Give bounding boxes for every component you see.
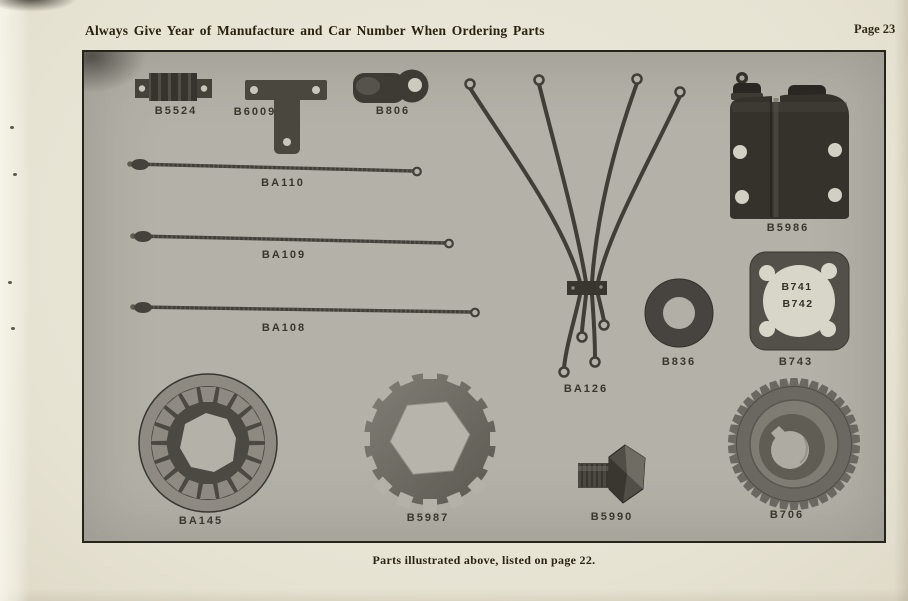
- binding-speck: [11, 327, 15, 330]
- part-label-b5990: B5990: [590, 511, 634, 523]
- internal-gear-ring-ba145-illustration: [138, 373, 278, 513]
- part-label-b742: B742: [782, 298, 814, 310]
- page-number: Page 23: [854, 22, 896, 36]
- cable-ba108-illustration: [130, 302, 480, 318]
- part-label-b706: B706: [769, 509, 805, 521]
- notched-disc-b5987-illustration: [357, 366, 503, 512]
- part-label-ba126: BA126: [563, 383, 609, 395]
- parts-illustrations: [127, 69, 861, 513]
- cable-ba110-illustration: [127, 159, 422, 177]
- ribbed-clamp-b5524-illustration: [135, 73, 212, 101]
- part-label-b741: B741: [781, 281, 813, 293]
- t-bracket-b6009-illustration: [245, 80, 327, 154]
- gear-b706-illustration: [727, 378, 861, 510]
- footer-note: Parts illustrated above, listed on page …: [372, 553, 596, 567]
- part-label-b743: B743: [778, 356, 814, 368]
- bolt-b5990-illustration: [578, 444, 646, 504]
- part-label-ba109: BA109: [261, 249, 307, 261]
- part-label-ba108: BA108: [261, 322, 307, 334]
- binding-speck: [8, 281, 12, 284]
- part-label-b806: B806: [375, 105, 411, 117]
- part-label-b6009: B6009: [233, 106, 277, 118]
- part-label-b836: B836: [661, 356, 697, 368]
- terminal-boot-b806-illustration: [353, 69, 429, 103]
- part-label-b5986: B5986: [766, 222, 810, 234]
- wire-loom-ba126-illustration: [464, 73, 686, 378]
- gasket-b743-illustration: [749, 251, 850, 351]
- photo-corner-smudge: [84, 52, 148, 94]
- box-b5986-illustration: [730, 72, 849, 219]
- binding-speck: [13, 173, 17, 176]
- binding-speck: [10, 126, 14, 129]
- part-label-ba110: BA110: [261, 177, 305, 189]
- parts-photo-panel: [82, 50, 886, 543]
- part-label-ba145: BA145: [178, 515, 224, 527]
- cable-ba109-illustration: [130, 231, 454, 249]
- grommet-b836-illustration: [644, 278, 714, 348]
- header-note: Always Give Year of Manufacture and Car …: [85, 23, 545, 38]
- part-label-b5987: B5987: [406, 512, 450, 524]
- scan-smudge: [0, 0, 78, 12]
- part-label-b5524: B5524: [154, 105, 198, 117]
